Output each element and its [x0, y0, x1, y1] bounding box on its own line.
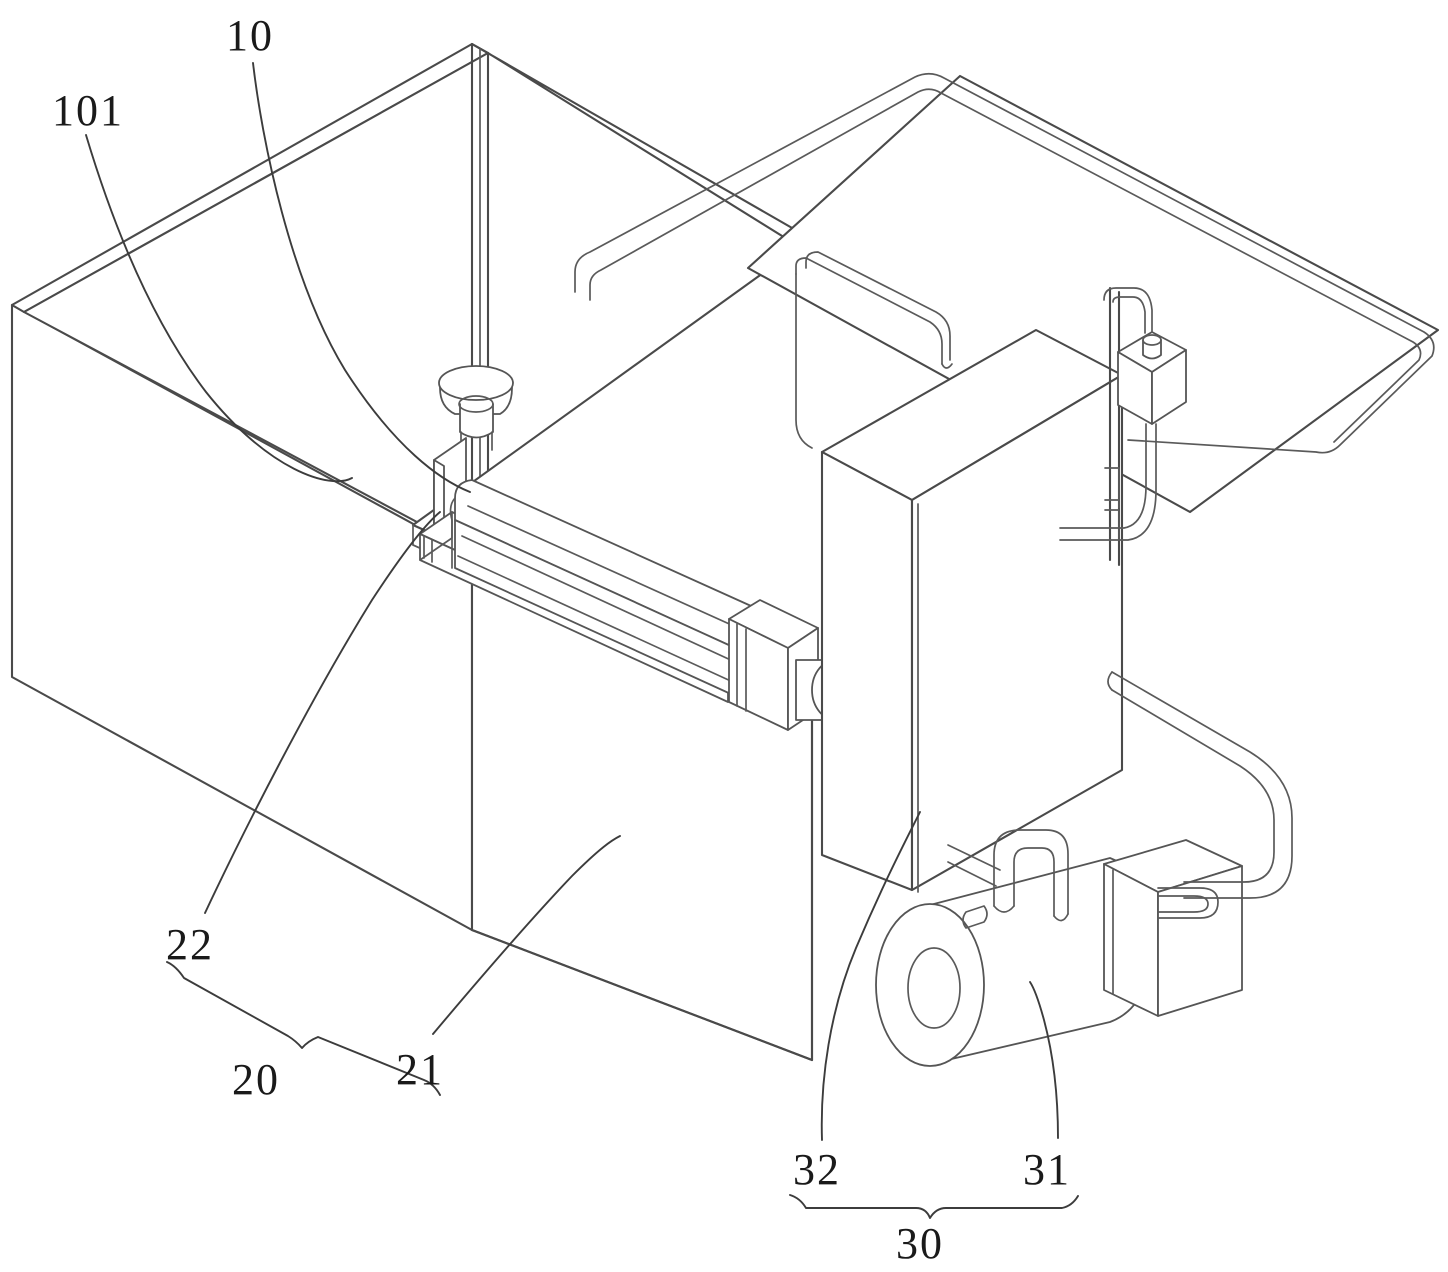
sensor-tube-loop: [1103, 287, 1153, 333]
reference-label-22: 22: [166, 920, 214, 969]
rail-groove-line-1: [461, 535, 749, 669]
u-clamp-outer: [993, 829, 1069, 915]
small-sensor-block: [1059, 286, 1187, 567]
u-clamp-foot-left: [993, 905, 1015, 913]
brace-20: [166, 961, 441, 1096]
sensor-tube-down: [1059, 423, 1147, 529]
mushroom-knob[interactable]: [438, 365, 514, 451]
motor-stud: [962, 905, 988, 929]
brace-30: [789, 1194, 1079, 1219]
upper-tube-inner: [795, 257, 943, 365]
leader-31: [1029, 981, 1059, 1139]
leader-101: [85, 134, 353, 483]
bracket-notch: [423, 535, 433, 563]
leader-10: [252, 62, 471, 493]
reference-label-10: 10: [226, 11, 274, 60]
upper-tube-cap: [941, 363, 953, 369]
lower-tube-outer: [1111, 671, 1293, 899]
stub-tube-outer: [1157, 887, 1219, 919]
knob-stem[interactable]: [459, 403, 494, 439]
rail-left-endcap: [449, 497, 456, 569]
leader-21: [432, 835, 621, 1035]
knob-cap-ellipse[interactable]: [438, 365, 514, 401]
slide-rail: [449, 479, 819, 731]
sensor-tube-loop-inner: [1112, 296, 1146, 334]
u-clamp-inner: [1013, 847, 1055, 917]
tube-loop-upper: [795, 251, 953, 449]
cabinet-bottom-front-edge: [470, 928, 814, 1062]
lower-tube-inner: [1111, 689, 1275, 883]
controller-box-left-face: [820, 450, 914, 892]
tube-loop-lower: [1107, 671, 1293, 919]
reference-label-101: 101: [52, 86, 124, 135]
leader-32: [820, 811, 921, 1141]
sensor-block-right: [1151, 349, 1187, 425]
motor-pin-left: [947, 844, 1001, 871]
reference-label-32: 32: [793, 1145, 841, 1194]
sensor-tube-down-inner: [1059, 423, 1157, 541]
motor-base-plate-right: [1157, 865, 1243, 1017]
motor-front-bore: [907, 947, 961, 1029]
lower-tube-cap-left: [1107, 671, 1113, 691]
upper-tube-tail: [795, 273, 813, 449]
leader-22: [204, 511, 441, 914]
reference-label-20: 20: [232, 1055, 280, 1104]
u-clamp-foot-right: [1053, 913, 1069, 922]
motor-front-face: [875, 903, 985, 1067]
reference-label-21: 21: [396, 1045, 444, 1094]
rail-groove-line-3: [467, 505, 757, 637]
cabinet-interior-back-wall: [22, 51, 490, 562]
lid-panel: [574, 72, 1440, 514]
lid-frame-tube-outer: [574, 72, 1435, 454]
leader-lines: [85, 62, 1079, 1219]
lid-frame-tube-inner: [589, 88, 1422, 443]
stub-tube-inner: [1157, 895, 1209, 913]
sensor-mount-tab-2: [1104, 509, 1120, 541]
rail-groove-line-2: [457, 555, 747, 689]
knob-stem-ring: [458, 395, 494, 413]
controller-box-right-face: [910, 373, 1124, 892]
reference-label-30: 30: [896, 1219, 944, 1268]
drive-motor: [875, 829, 1243, 1067]
reference-label-31: 31: [1023, 1145, 1071, 1194]
sensor-mount-tab: [1104, 467, 1120, 509]
motor-base-plate-front: [1103, 863, 1159, 1017]
sensor-connector-ring: [1142, 334, 1162, 346]
motor-pin-left-2: [947, 861, 997, 887]
